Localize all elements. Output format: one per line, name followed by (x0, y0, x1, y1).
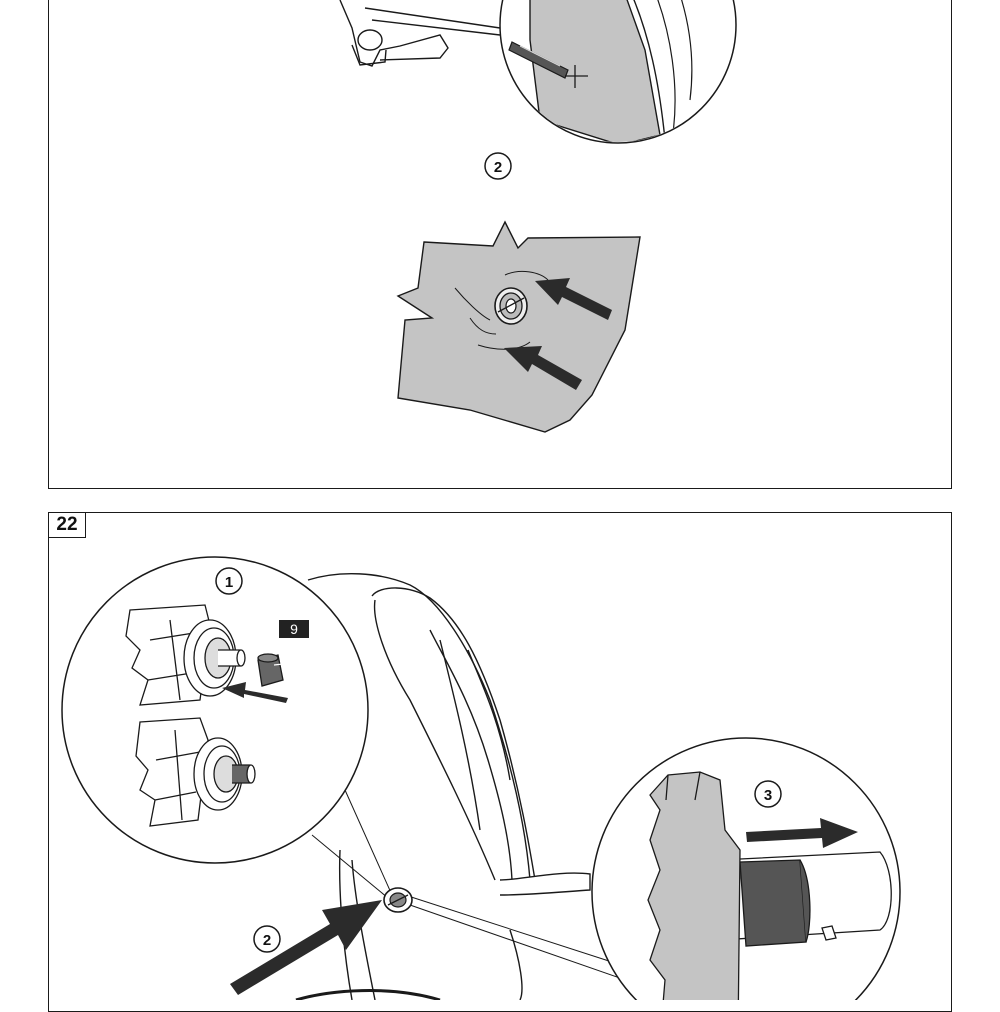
push-arrow (230, 900, 382, 995)
part-number-tag: 9 (279, 620, 309, 638)
part-number: 9 (290, 621, 298, 637)
push-arrow (504, 346, 582, 390)
chair-base-fragment (339, 0, 501, 67)
zoom-detail-screw (499, 0, 737, 144)
screw-icon (383, 887, 413, 913)
gray-panel-part (396, 220, 641, 433)
step-2-marker-top: 2 (484, 152, 512, 180)
screw-icon (508, 41, 588, 88)
screw-icon (494, 287, 528, 325)
pull-arrow (746, 818, 858, 848)
panel-number-badge: 22 (48, 512, 86, 538)
step-label: 2 (494, 159, 502, 176)
push-arrow (222, 682, 288, 703)
gray-bracket-part (647, 771, 741, 1000)
zoom-detail-1: 9 1 (61, 556, 393, 899)
step-2-marker-bottom: 2 (253, 925, 281, 953)
detail-1-label: 1 (225, 574, 233, 591)
bushing-after (135, 717, 256, 827)
push-arrow (535, 278, 612, 320)
tube-part (719, 851, 892, 947)
cap-icon (257, 653, 284, 687)
detail-3-marker: 3 (754, 780, 782, 808)
detail-1-marker: 1 (215, 567, 243, 595)
bushing-before (125, 604, 246, 706)
zoom-detail-3: 3 (404, 737, 901, 1000)
detail-3-label: 3 (764, 787, 772, 804)
chair-backrest (295, 573, 591, 1000)
step-2-label: 2 (263, 932, 271, 949)
